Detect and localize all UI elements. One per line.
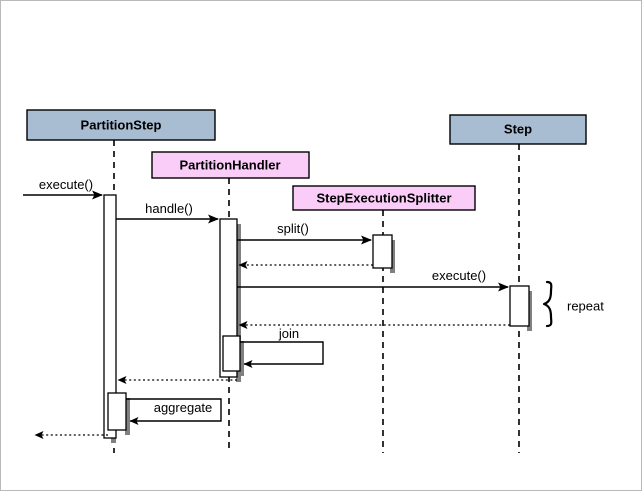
repeat-note-label: repeat — [567, 298, 604, 313]
message-label-split: split() — [277, 221, 309, 236]
repeat-brace-icon — [542, 280, 553, 328]
participant-label-partitionstep: PartitionStep — [81, 117, 162, 132]
message-label-execute-step: execute() — [432, 268, 486, 283]
message-arrow-aggregate — [126, 398, 222, 425]
participant-box-partitionstep[interactable] — [26, 109, 216, 141]
message-label-handle: handle() — [145, 201, 193, 216]
activation-partitionstep — [103, 194, 117, 439]
messages-group: execute() handle() split() execute() joi… — [23, 177, 510, 439]
activation-aggregate — [107, 392, 127, 431]
participant-partitionstep[interactable]: PartitionStep — [26, 109, 216, 141]
repeat-annotation-group: repeat — [542, 280, 604, 328]
participant-step[interactable]: Step — [449, 114, 587, 145]
participant-label-step: Step — [504, 121, 532, 136]
activation-shadow-partitionhandler — [236, 224, 241, 382]
participant-partitionhandler[interactable]: PartitionHandler — [151, 151, 310, 179]
participant-box-partitionhandler[interactable] — [151, 151, 310, 179]
participant-box-stepexecutionsplitter[interactable] — [292, 185, 476, 211]
activation-shadow-aggregate — [125, 398, 130, 435]
message-label-execute-entry: execute() — [39, 177, 93, 192]
participant-label-stepexecutionsplitter: StepExecutionSplitter — [316, 190, 451, 205]
message-arrow-join — [240, 341, 324, 368]
activation-step — [509, 285, 530, 327]
message-label-join: join — [278, 326, 299, 341]
activation-stepexecutionsplitter — [372, 234, 393, 269]
participant-stepexecutionsplitter[interactable]: StepExecutionSplitter — [292, 185, 476, 211]
activation-shadow-join — [239, 341, 244, 376]
participant-label-partitionhandler: PartitionHandler — [179, 157, 280, 172]
activation-join — [222, 335, 241, 372]
message-label-aggregate: aggregate — [154, 400, 213, 415]
participant-box-step[interactable] — [449, 114, 587, 145]
participants-group: PartitionStep PartitionHandler StepExecu… — [26, 109, 587, 211]
activation-bars-group — [103, 194, 532, 443]
